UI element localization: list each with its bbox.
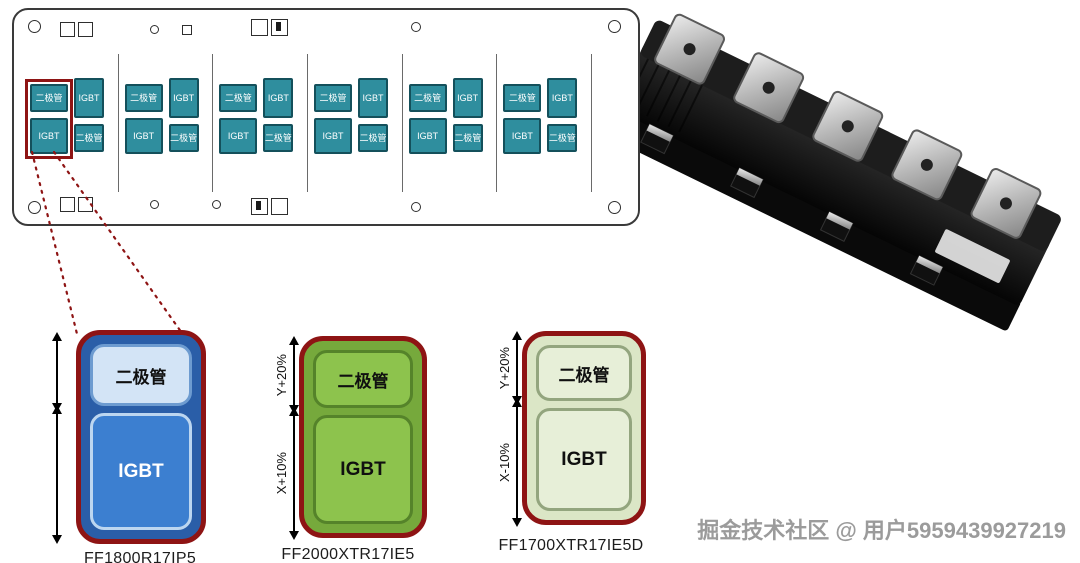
schematic-sections: 二极管 IGBT IGBT 二极管 二极管 IGBT IGBT 二极管 二极管 … [24,54,593,192]
chip-column-right: IGBT 二极管 [358,78,389,152]
igbt-cell: IGBT [124,118,163,154]
dimension-arrows: Y+20% X-10% [468,331,522,527]
fixture-square [271,19,288,36]
x-growth-label: X-10% [497,442,512,483]
diode-cell: 二极管 [263,124,294,152]
igbt-cell: IGBT [30,118,68,154]
diode-cell: 二极管 [30,84,68,112]
mounting-hole [28,201,41,214]
igbt-cell: IGBT [168,78,199,118]
igbt-chip: IGBT [313,415,413,524]
mounting-hole [411,22,421,32]
diode-cell: 二极管 [452,124,483,152]
mounting-hole [28,20,41,33]
chip-column-right: IGBT 二极管 [263,78,294,152]
chip-column-left: 二极管 IGBT [124,84,163,154]
igbt-cell: IGBT [408,118,447,154]
fixture-square [60,22,75,37]
chip-column-right: IGBT 二极管 [547,78,578,152]
diode-cell: 二极管 [547,124,578,152]
mounting-hole [212,200,221,209]
mounting-hole [150,200,159,209]
x-dimension-arrow [512,398,522,527]
fixture-square [251,198,268,215]
diode-cell: 二极管 [74,124,104,152]
diode-chip: 二极管 [313,350,413,408]
diode-cell: 二极管 [358,124,389,152]
mounting-hole [608,20,621,33]
half-bridge-section: 二极管 IGBT IGBT 二极管 [308,54,403,192]
fixture-square [271,198,288,215]
diagram-ff1800r17ip5: 二极管 IGBT FF1800R17IP5 [40,330,240,563]
mounting-hole [411,202,421,212]
part-number: FF1700XTR17IE5D [498,537,644,554]
igbt-chip: IGBT [536,408,632,511]
y-dimension-arrow [52,332,62,412]
x-growth-label: X+10% [274,452,289,495]
diode-cell: 二极管 [503,84,542,112]
half-bridge-section: 二极管 IGBT IGBT 二极管 [119,54,214,192]
module-outline: 二极管 IGBT [76,330,206,544]
y-dimension-arrow [512,331,522,405]
half-bridge-section: 二极管 IGBT IGBT 二极管 [24,54,119,192]
module-outline: 二极管 IGBT [522,331,646,525]
watermark-text: 掘金技术社区 @ 用户5959439927219 [697,518,1066,543]
diode-cell: 二极管 [124,84,163,112]
fixture-square [182,25,192,35]
igbt-cell: IGBT [219,118,258,154]
chip-column-right: IGBT 二极管 [74,78,104,152]
fixture-square [78,197,93,212]
igbt-cell: IGBT [503,118,542,154]
chip-column-left: 二极管 IGBT [314,84,353,154]
mounting-hole [150,25,159,34]
half-bridge-section: 二极管 IGBT IGBT 二极管 [497,54,593,192]
chip-column-left: 二极管 IGBT [503,84,542,154]
diode-chip: 二极管 [536,345,632,401]
igbt-cell: IGBT [74,78,104,118]
igbt-chip: IGBT [90,413,192,530]
y-growth-label: Y+20% [274,353,289,397]
diagram-ff2000xtr17ie5: Y+20% X+10% 二极管 IGBT FF2000XTR17IE5 [243,336,453,563]
igbt-cell: IGBT [263,78,294,118]
y-dimension-arrow [289,336,299,414]
fixture-square [251,19,268,36]
chip-column-right: IGBT 二极管 [452,78,483,152]
half-bridge-section: 二极管 IGBT IGBT 二极管 [403,54,498,192]
chip-column-right: IGBT 二极管 [168,78,199,152]
fixture-square [78,22,93,37]
chip-column-left: 二极管 IGBT [408,84,447,154]
diode-cell: 二极管 [408,84,447,112]
module-baseplate-schematic: 二极管 IGBT IGBT 二极管 二极管 IGBT IGBT 二极管 二极管 … [12,8,640,226]
diagram-ff1700xtr17ie5d: Y+20% X-10% 二极管 IGBT FF1700XTR17IE5D [466,331,676,563]
igbt-cell: IGBT [314,118,353,154]
fixture-square [60,197,75,212]
chip-column-left: 二极管 IGBT [25,79,73,159]
part-number: FF1800R17IP5 [83,550,197,563]
half-bridge-section: 二极管 IGBT IGBT 二极管 [213,54,309,192]
dimension-arrows [52,332,62,544]
igbt-module-photo [640,13,1061,331]
mounting-hole [608,201,621,214]
diode-cell: 二极管 [219,84,258,112]
chip-column-left: 二极管 IGBT [219,84,258,154]
igbt-cell: IGBT [452,78,483,118]
x-dimension-arrow [289,407,299,540]
part-number: FF2000XTR17IE5 [281,546,415,563]
y-growth-label: Y+20% [497,346,512,390]
igbt-cell: IGBT [358,78,389,118]
diode-cell: 二极管 [168,124,199,152]
diode-chip: 二极管 [90,344,192,406]
diode-cell: 二极管 [314,84,353,112]
dimension-arrows: Y+20% X+10% [245,336,299,540]
igbt-cell: IGBT [547,78,578,118]
module-outline: 二极管 IGBT [299,336,427,538]
x-dimension-arrow [52,405,62,544]
